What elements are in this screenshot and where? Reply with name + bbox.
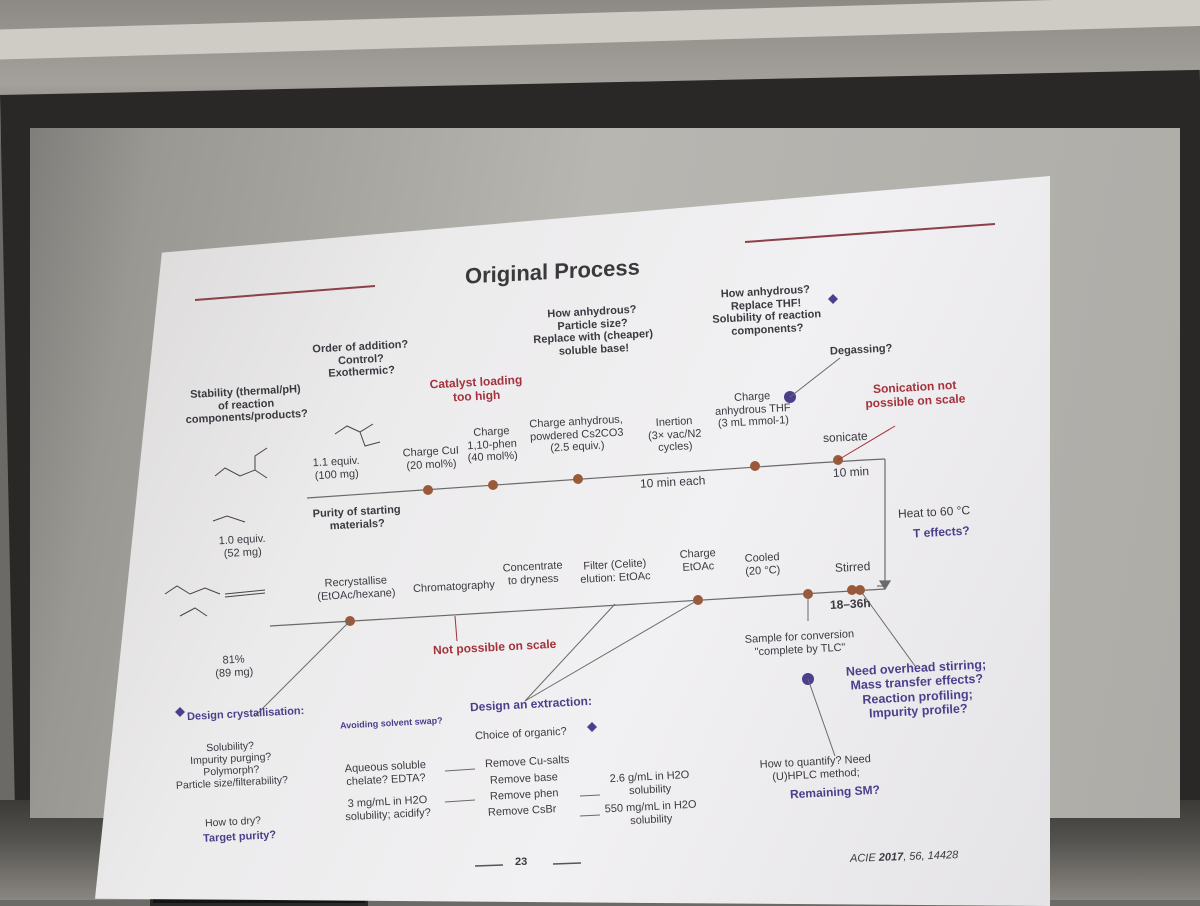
- crystallisation-questions: Solubility? Impurity purging? Polymorph?…: [175, 739, 289, 793]
- step-charge-etoac: Charge EtOAc: [679, 547, 717, 574]
- catalyst-note: Catalyst loading too high: [429, 372, 523, 405]
- step-charge-thf: Charge anhydrous THF (3 mL mmol-1): [714, 390, 791, 431]
- degassing-leader: [789, 357, 841, 398]
- diamond-icon: [828, 294, 838, 304]
- page-number: 23: [515, 856, 528, 868]
- phen-solubility: 3 mg/mL in H2O solubility; acidify?: [345, 793, 432, 823]
- product-structure: [164, 585, 266, 617]
- stirring-leader: [859, 589, 916, 667]
- sonication-note: Sonication not possible on scale: [865, 377, 966, 411]
- step-sonicate: sonicate: [822, 428, 868, 446]
- anhydrous-question: How anhydrous? Particle size? Replace wi…: [533, 303, 654, 358]
- title-rule-right: [744, 223, 996, 243]
- top-process-arrow: [306, 458, 892, 591]
- diamond-icon: [175, 707, 185, 717]
- stir-time: 18–36h: [829, 595, 871, 613]
- quantify-leader: [807, 678, 836, 757]
- extraction-arrows: [444, 768, 601, 817]
- projection-screen: Original Process Stability (thermal/pH) …: [30, 128, 1180, 906]
- top-process-dots: [423, 455, 843, 495]
- slide-graphics: [164, 223, 996, 867]
- purity-question: Purity of starting materials?: [312, 503, 401, 533]
- stirring-concerns: Need overhead stirring; Mass transfer ef…: [845, 657, 987, 721]
- step-stirred: Stirred: [834, 559, 871, 575]
- chrom-leader: [454, 615, 458, 642]
- extraction-leader-1: [524, 599, 699, 702]
- aqueous-chelate: Aqueous soluble chelate? EDTA?: [344, 758, 427, 788]
- amide-structure: [212, 447, 268, 523]
- diamond-icon: [587, 722, 597, 732]
- step-filter: Filter (Celite) elution: EtOAc: [580, 557, 651, 586]
- step-inertion: Inertion (3× vac/N2 cycles): [647, 415, 702, 455]
- step-concentrate: Concentrate to dryness: [502, 559, 563, 587]
- bottom-process-arrow: [269, 588, 886, 627]
- stability-question: Stability (thermal/pH) of reaction compo…: [185, 383, 309, 427]
- down-arrow-head: [878, 580, 892, 591]
- sonication-leader: [837, 425, 896, 461]
- csbr-solubility: 550 mg/mL in H2O solubility: [604, 798, 697, 827]
- alkyne-amount: 1.1 equiv. (100 mg): [312, 454, 360, 482]
- cryst-leader: [254, 620, 351, 717]
- t-effects-note: T effects?: [912, 523, 970, 541]
- step-recrystallise: Recrystallise (EtOAc/hexane): [317, 574, 396, 603]
- step-charge-cui: Charge CuI (20 mol%): [402, 444, 460, 472]
- product-yield: 81% (89 mg): [215, 653, 254, 680]
- step-cooled: Cooled (20 °C): [744, 551, 781, 578]
- thf-question: How anhydrous? Replace THF! Solubility o…: [712, 283, 822, 338]
- alkyne-structure: [334, 423, 381, 447]
- base-solubility: 2.6 g/mL in H2O solubility: [609, 768, 690, 797]
- ten-min: 10 min: [832, 464, 870, 480]
- step-charge-phen: Charge 1,10-phen (40 mol%): [466, 425, 519, 465]
- title-rule-left: [194, 285, 376, 301]
- extraction-leader-2: [524, 603, 616, 702]
- order-question: Order of addition? Control? Exothermic?: [312, 338, 409, 380]
- step-charge-cs2co3: Charge anhydrous, powdered Cs2CO3 (2.5 e…: [529, 413, 624, 455]
- amide-amount: 1.0 equiv. (52 mg): [218, 532, 266, 560]
- presentation-slide: Original Process Stability (thermal/pH) …: [95, 176, 1050, 906]
